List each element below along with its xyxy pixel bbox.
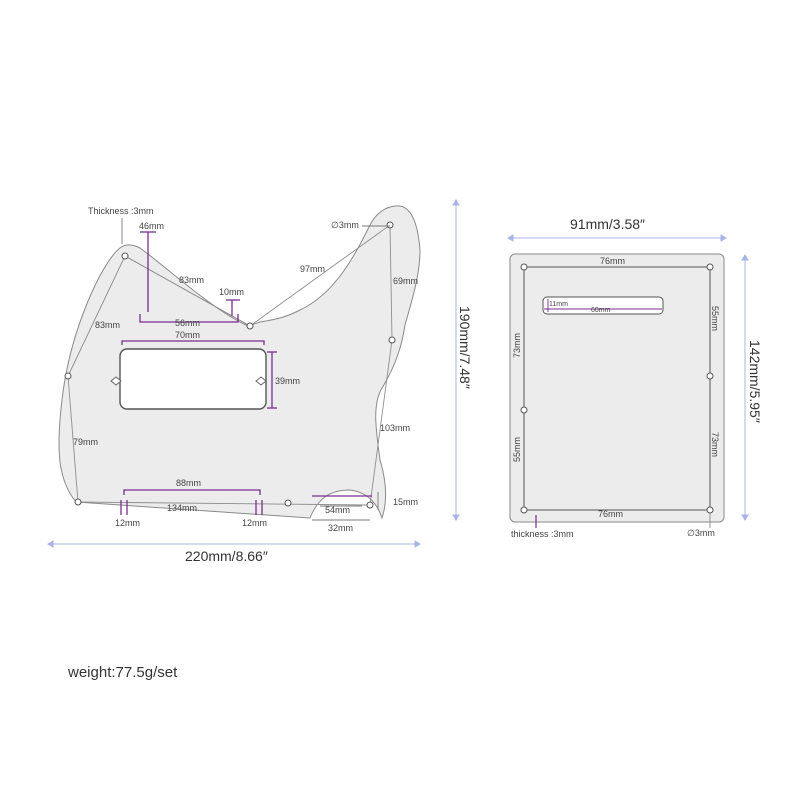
hole-chain-line-inner bbox=[124, 255, 251, 327]
screw-hole bbox=[64, 372, 72, 380]
backplate-hole-line bbox=[523, 266, 711, 511]
screw-hole bbox=[520, 506, 528, 514]
screw-hole bbox=[121, 252, 129, 260]
dim-39mm: 39mm bbox=[275, 376, 300, 386]
dim-12mm-left: 12mm bbox=[115, 518, 140, 528]
dim-83mm-left: 83mm bbox=[95, 320, 120, 330]
screw-hole bbox=[706, 372, 714, 380]
dim-15mm: 15mm bbox=[393, 497, 418, 507]
dim-83mm-top: 83mm bbox=[179, 275, 204, 285]
pickguard-overall-dims bbox=[47, 199, 460, 548]
hole-size-label: ∅3mm bbox=[687, 528, 715, 538]
screw-hole bbox=[706, 506, 714, 514]
dim-79mm: 79mm bbox=[73, 437, 98, 447]
hole-chain-line bbox=[67, 224, 393, 506]
mount-hole-right bbox=[255, 376, 267, 386]
backplate-height-total: 142mm/5.95″ bbox=[747, 340, 763, 423]
dim-134mm: 134mm bbox=[167, 503, 197, 513]
mount-hole-left bbox=[110, 376, 122, 386]
dim-73mm-right: 73mm bbox=[710, 432, 720, 457]
dim-56mm: 56mm bbox=[175, 318, 200, 328]
dim-55mm-left: 55mm bbox=[512, 437, 522, 462]
backplate-width-total: 91mm/3.58″ bbox=[570, 216, 645, 232]
dim-70mm: 70mm bbox=[175, 330, 200, 340]
dim-12mm-right: 12mm bbox=[242, 518, 267, 528]
screw-hole bbox=[388, 336, 396, 344]
dim-55mm-right: 55mm bbox=[710, 306, 720, 331]
dim-69mm: 69mm bbox=[393, 276, 418, 286]
screw-hole bbox=[520, 263, 528, 271]
dim-54mm: 54mm bbox=[325, 505, 350, 515]
slot-60mm: 60mm bbox=[591, 307, 611, 314]
screw-hole bbox=[706, 263, 714, 271]
backplate-slot bbox=[542, 296, 664, 315]
backplate-outline bbox=[509, 253, 725, 523]
weight-label: weight:77.5g/set bbox=[68, 664, 178, 681]
dim-97mm: 97mm bbox=[300, 264, 325, 274]
dim-10mm: 10mm bbox=[219, 287, 244, 297]
dim-73mm-left: 73mm bbox=[512, 333, 522, 358]
hole-size-label: ∅3mm bbox=[331, 220, 359, 230]
slot-11mm: 11mm bbox=[549, 301, 568, 308]
dim-103mm: 103mm bbox=[380, 423, 410, 433]
pickguard-height-total: 190mm/7.48″ bbox=[457, 306, 473, 389]
pickguard: Thickness :3mm ∅3mm 46mm 83mm 97mm 10mm … bbox=[47, 199, 473, 564]
pickup-cutout bbox=[119, 348, 267, 410]
screw-hole bbox=[366, 501, 374, 509]
backplate-overall-dims bbox=[507, 234, 749, 521]
dim-32mm: 32mm bbox=[328, 523, 353, 533]
screw-hole bbox=[74, 498, 82, 506]
thickness-label: thickness :3mm bbox=[511, 529, 574, 539]
screw-hole bbox=[520, 406, 528, 414]
screw-hole bbox=[246, 322, 254, 330]
dim-76mm-bottom: 76mm bbox=[598, 509, 623, 519]
dim-76mm-top: 76mm bbox=[600, 256, 625, 266]
thickness-label: Thickness :3mm bbox=[88, 206, 154, 216]
pickguard-width-total: 220mm/8.66″ bbox=[185, 548, 268, 564]
screw-hole bbox=[386, 221, 394, 229]
dim-88mm: 88mm bbox=[176, 478, 201, 488]
dim-46mm: 46mm bbox=[139, 221, 164, 231]
backplate: 76mm 76mm 11mm 60mm ∅3mm thickness :3mm … bbox=[507, 216, 763, 539]
screw-hole bbox=[284, 499, 292, 507]
